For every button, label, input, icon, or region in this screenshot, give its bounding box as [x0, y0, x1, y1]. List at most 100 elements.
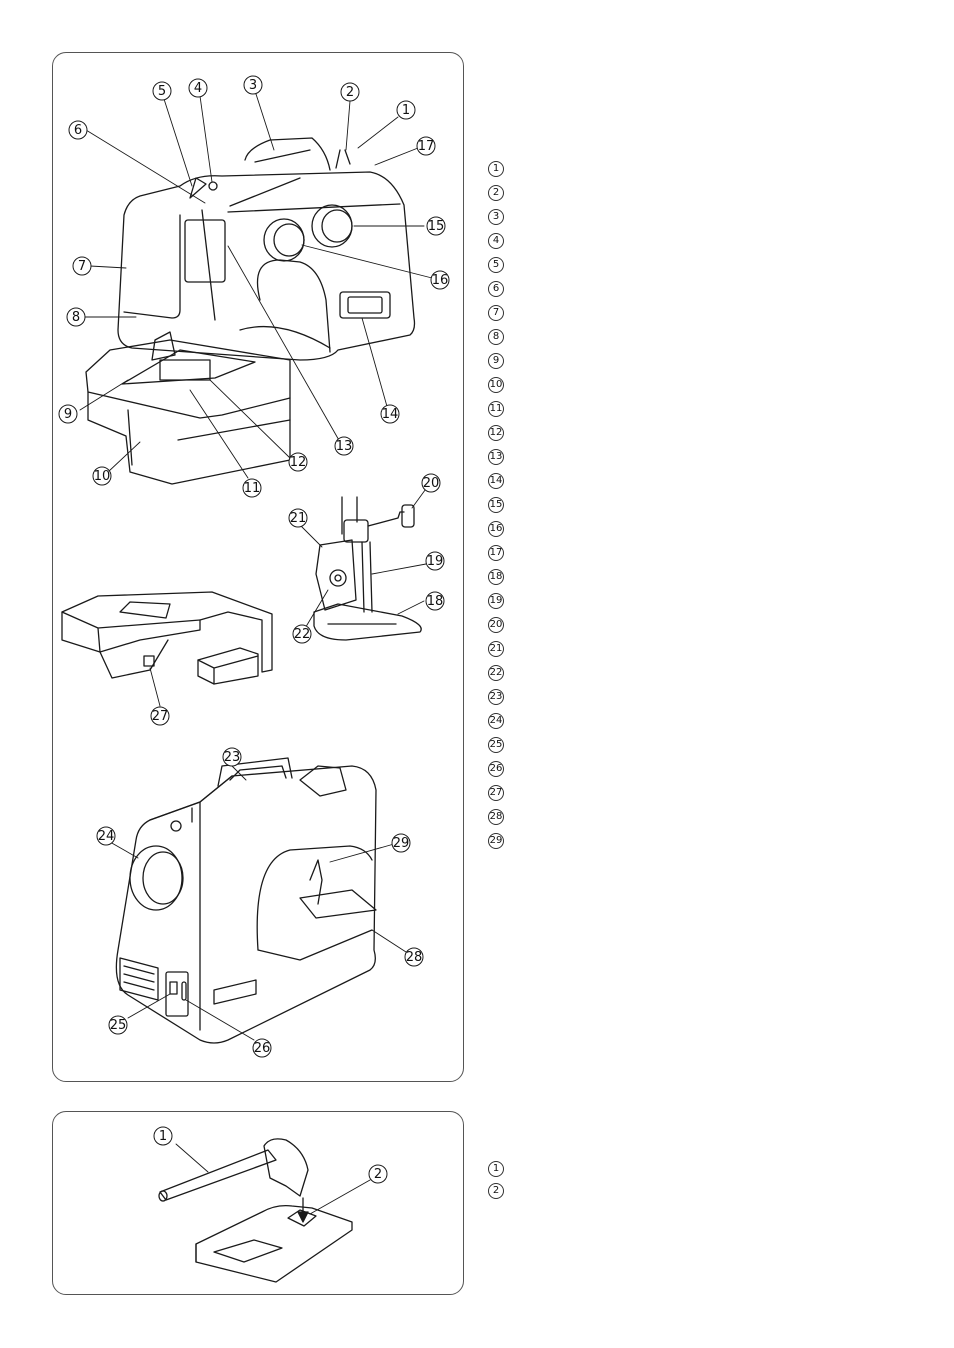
callout-26: 26	[252, 1038, 272, 1058]
svg-text:12: 12	[290, 455, 307, 470]
legend-item-9: 9	[488, 349, 504, 373]
legend-marker: 9	[488, 353, 504, 369]
legend-item-24: 24	[488, 709, 504, 733]
legend-item-26: 26	[488, 757, 504, 781]
pin-legend-item-1: 1	[488, 1158, 504, 1180]
svg-text:23: 23	[224, 750, 241, 765]
svg-text:21: 21	[290, 511, 307, 526]
svg-text:3: 3	[249, 78, 257, 93]
callout-7: 7	[72, 256, 92, 276]
callout-29: 29	[391, 833, 411, 853]
svg-text:16: 16	[432, 273, 449, 288]
svg-text:14: 14	[382, 407, 399, 422]
legend-item-27: 27	[488, 781, 504, 805]
legend-item-7: 7	[488, 301, 504, 325]
front-view-drawing	[85, 137, 416, 485]
legend-marker: 27	[488, 785, 504, 801]
legend-marker: 25	[488, 737, 504, 753]
free-arm-drawing	[61, 591, 273, 707]
legend-marker: 23	[488, 689, 504, 705]
legend-marker: 22	[488, 665, 504, 681]
callout-16: 16	[430, 270, 450, 290]
callout-10: 10	[92, 466, 112, 486]
svg-text:7: 7	[78, 259, 86, 274]
callout-27: 27	[150, 706, 170, 726]
svg-text:22: 22	[294, 627, 311, 642]
callout-14: 14	[380, 404, 400, 424]
svg-text:4: 4	[194, 81, 202, 96]
presser-foot-drawing	[295, 485, 429, 641]
callout-9: 9	[58, 404, 78, 424]
legend-marker: 21	[488, 641, 504, 657]
callout-2: 2	[340, 82, 360, 102]
legend-item-19: 19	[488, 589, 504, 613]
legend-marker: 26	[488, 761, 504, 777]
legend-marker: 15	[488, 497, 504, 513]
callout-3: 3	[243, 75, 263, 95]
callout-22: 22	[292, 624, 312, 644]
callout-12: 12	[288, 452, 308, 472]
legend-marker: 1	[488, 161, 504, 177]
legend-item-16: 16	[488, 517, 504, 541]
legend-marker: 3	[488, 209, 504, 225]
svg-text:9: 9	[64, 407, 72, 422]
legend-item-18: 18	[488, 565, 504, 589]
legend-marker: 11	[488, 401, 504, 417]
svg-text:1: 1	[402, 103, 410, 118]
legend-marker: 28	[488, 809, 504, 825]
legend-marker: 10	[488, 377, 504, 393]
legend-item-15: 15	[488, 493, 504, 517]
legend-item-28: 28	[488, 805, 504, 829]
svg-text:2: 2	[346, 85, 354, 100]
legend-item-21: 21	[488, 637, 504, 661]
legend-marker: 2	[488, 185, 504, 201]
spool-pin-drawing	[158, 1138, 371, 1283]
callout-23: 23	[222, 747, 242, 767]
svg-text:13: 13	[336, 439, 353, 454]
spool-pin-figure-panel	[52, 1111, 464, 1295]
legend-marker: 13	[488, 449, 504, 465]
legend-item-14: 14	[488, 469, 504, 493]
callout-24: 24	[96, 826, 116, 846]
svg-text:10: 10	[94, 469, 111, 484]
svg-text:19: 19	[427, 554, 444, 569]
legend-marker: 14	[488, 473, 504, 489]
legend-item-25: 25	[488, 733, 504, 757]
svg-text:28: 28	[406, 950, 423, 965]
legend-marker: 6	[488, 281, 504, 297]
svg-text:2: 2	[374, 1167, 382, 1182]
svg-text:11: 11	[244, 481, 261, 496]
svg-text:18: 18	[427, 594, 444, 609]
callout-25: 25	[108, 1015, 128, 1035]
legend-item-10: 10	[488, 373, 504, 397]
legend-marker: 20	[488, 617, 504, 633]
legend-item-11: 11	[488, 397, 504, 421]
legend-item-1: 1	[488, 157, 504, 181]
callout-19: 19	[425, 551, 445, 571]
legend-item-17: 17	[488, 541, 504, 565]
legend-item-20: 20	[488, 613, 504, 637]
callout-17: 17	[416, 136, 436, 156]
callout-18: 18	[425, 591, 445, 611]
svg-text:26: 26	[254, 1041, 271, 1056]
legend-marker: 29	[488, 833, 504, 849]
legend-marker: 2	[488, 1183, 504, 1199]
svg-text:20: 20	[423, 476, 440, 491]
legend-item-23: 23	[488, 685, 504, 709]
svg-text:29: 29	[393, 836, 410, 851]
legend-item-8: 8	[488, 325, 504, 349]
pin-legend-item-2: 2	[488, 1180, 504, 1202]
legend-marker: 12	[488, 425, 504, 441]
callout-11: 11	[242, 478, 262, 498]
legend-marker: 4	[488, 233, 504, 249]
callout-5: 5	[152, 81, 172, 101]
callout-13: 13	[334, 436, 354, 456]
svg-text:15: 15	[428, 219, 445, 234]
svg-text:5: 5	[158, 84, 166, 99]
legend-marker: 8	[488, 329, 504, 345]
svg-text:27: 27	[152, 709, 169, 724]
legend-item-22: 22	[488, 661, 504, 685]
legend-marker: 24	[488, 713, 504, 729]
